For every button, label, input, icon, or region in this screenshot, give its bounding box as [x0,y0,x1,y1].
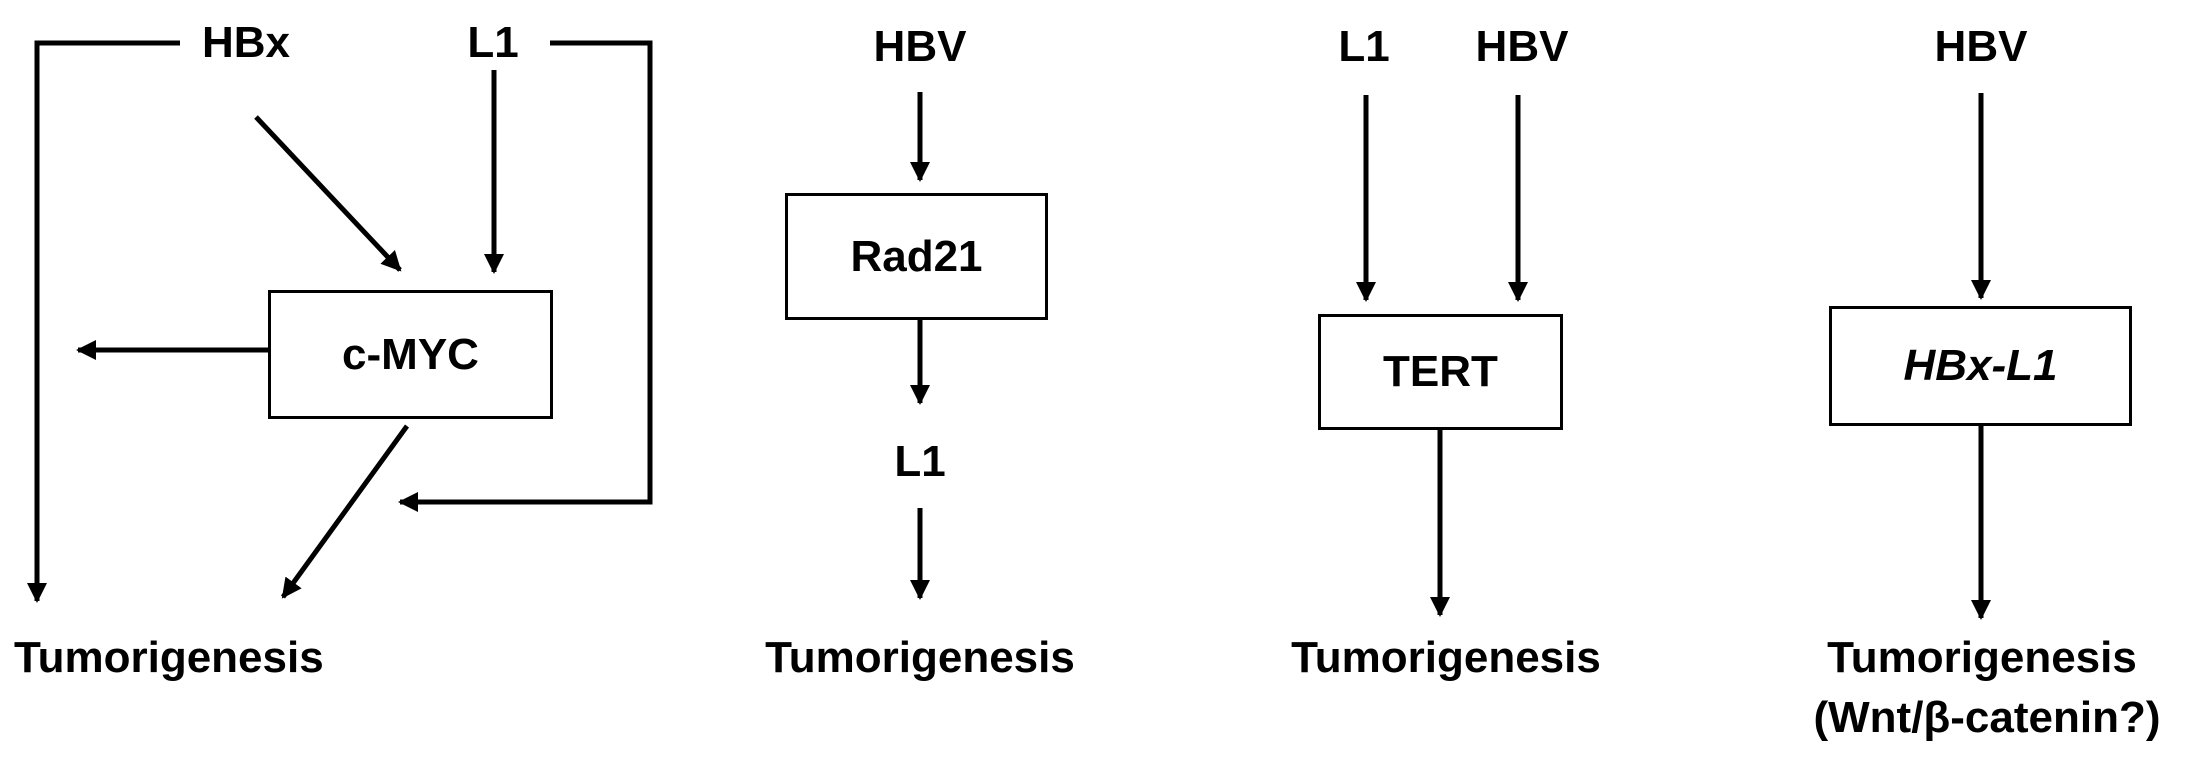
tert-box: TERT [1318,314,1563,430]
tumorigenesis-label: Tumorigenesis [765,633,1075,682]
tert-label: TERT [1383,347,1498,396]
arrow-cmyc-to-tumorigenesis [280,424,410,599]
hbv-label: HBV [1934,22,2028,71]
wnt-beta-catenin-note: (Wnt/β-catenin?) [1813,693,2161,742]
hbx-label: HBx [201,18,291,67]
l1-label: L1 [467,18,519,67]
arrow-hbx-bracket-to-tumorigenesis [27,40,180,603]
rad21-label: Rad21 [850,231,983,281]
hbv-label: HBV [1475,22,1569,71]
arrow-hbx-to-cmyc [254,115,402,272]
arrow-l1-bracket-to-tumorigenesis [398,40,653,512]
c-myc-box: c-MYC [268,290,553,419]
rad21-box: Rad21 [785,193,1048,320]
hbx-l1-label: HBx-L1 [1903,341,2058,390]
hbx-l1-box: HBx-L1 [1829,306,2132,426]
l1-label: L1 [1338,22,1390,71]
tumorigenesis-label: Tumorigenesis [1827,633,2137,682]
tumorigenesis-label: Tumorigenesis [1291,633,1601,682]
c-myc-label: c-MYC [342,329,479,379]
hbv-label: HBV [873,22,967,71]
l1-label: L1 [894,437,946,486]
tumorigenesis-label: Tumorigenesis [14,633,324,682]
